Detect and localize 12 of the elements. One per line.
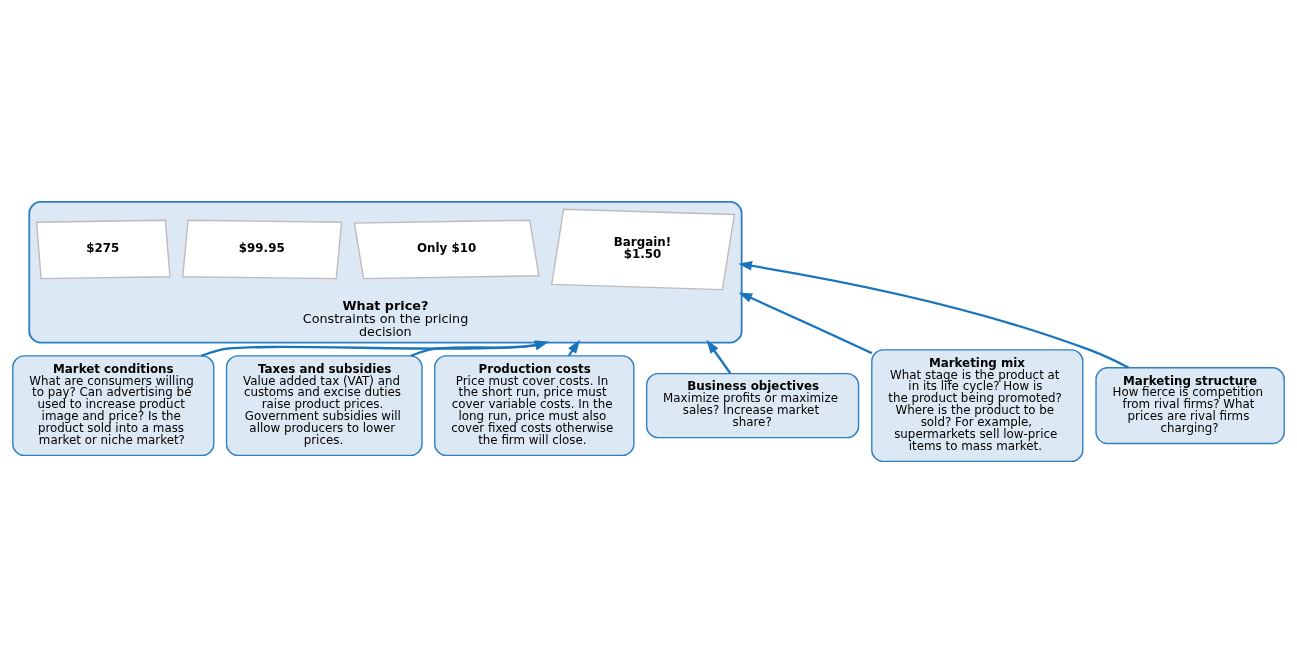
- node-box: Production costs Price must cover costs. In the short run, price must cover variable costs. In the long run, price must also cover fixed costs otherwise the firm will close.: [434, 354, 635, 456]
- arrow: [738, 260, 1130, 369]
- node-box: Marketing mix What stage is the product at in its life cycle? How is the product being promoted? Where is the product to be sold? For example, supermarkets sell low-price items to mass market.: [871, 348, 1084, 462]
- node-box: $99.95: [181, 219, 343, 279]
- node-box: Business objectives Maximize profits or maximize sales? Increase market share?: [646, 372, 860, 438]
- node-box: $275: [35, 219, 171, 279]
- arrow: [738, 291, 873, 354]
- arrow: [410, 340, 549, 357]
- node-box: Taxes and subsidies Value added tax (VAT) and customs and excise duties raise product prices. Government subsidies will allow producers to lower prices.: [225, 354, 423, 456]
- arrow: [706, 339, 732, 374]
- node-box: Market conditions What are consumers willing to pay? Can advertising be used to increase product image and price? Is the product sold into a mass market or niche market?: [12, 354, 215, 456]
- node-box: Marketing structure How fierce is competition from rival firms? What prices are rival firms charging?: [1095, 366, 1285, 444]
